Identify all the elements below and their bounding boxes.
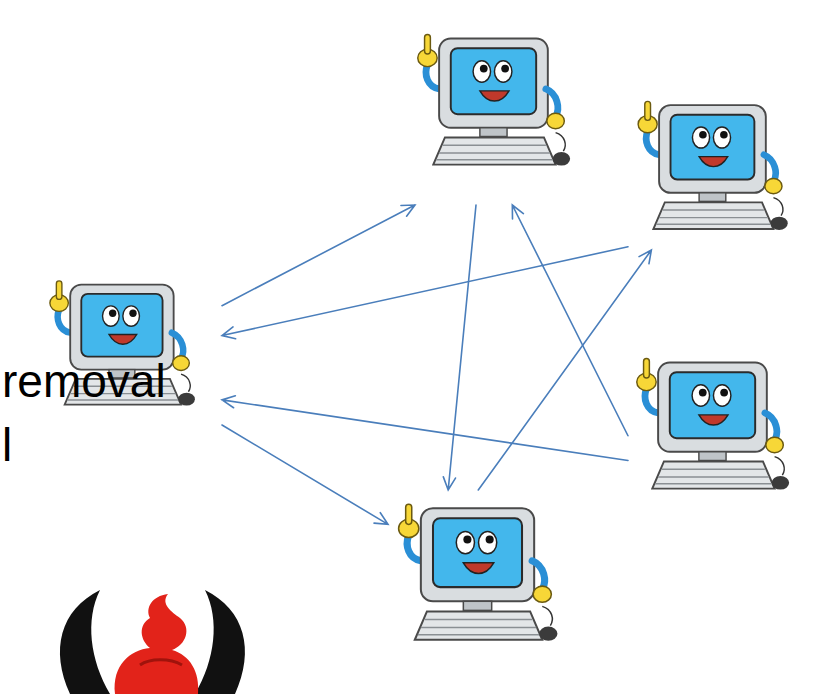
computer-node: [628, 88, 795, 250]
slide-text: l: [2, 422, 12, 468]
arrow-connector: [443, 205, 476, 490]
computer-node: [388, 490, 565, 662]
devil-horn: [195, 590, 245, 694]
arrow-connector: [512, 205, 628, 436]
slide-text: removal: [2, 358, 166, 404]
arrow-connector: [222, 396, 628, 461]
computer-node: [628, 345, 795, 510]
computer-illustration: [388, 490, 565, 662]
arrow-connector: [222, 425, 388, 524]
devil-swirl-highlight: [140, 660, 182, 665]
computer-illustration: [628, 88, 795, 250]
devil-swirl: [115, 594, 199, 694]
arrow-connector: [478, 250, 651, 490]
computer-illustration: [410, 2, 575, 205]
arrow-connector: [222, 247, 628, 339]
arrow-connector: [222, 205, 415, 306]
computer-illustration: [628, 345, 795, 510]
devil-horn: [60, 590, 110, 694]
computer-node: [410, 2, 575, 205]
